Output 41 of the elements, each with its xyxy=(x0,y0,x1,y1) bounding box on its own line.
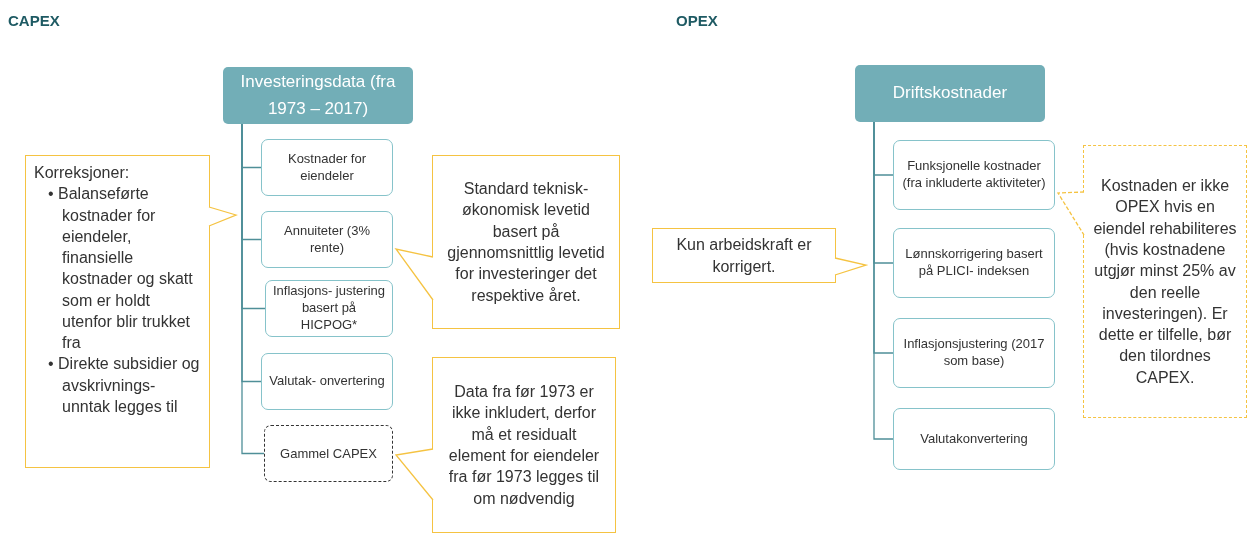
bullet-text: • Direkte subsidier og avskrivnings- unntak legges til xyxy=(48,354,201,417)
callout-text: Kun arbeidskraft er korrigert. xyxy=(675,235,813,277)
box-label: Inflasjons- justering basert på HICPOG* xyxy=(272,283,386,334)
process-box xyxy=(261,211,393,268)
bullet-text: • Balanseførte kostnader for eiendeler, finansielle kostnader og skatt som er holdt utenfor blir trukket fra xyxy=(48,184,194,354)
callout-text: Data fra før 1973 er ikke inkludert, derfor må et residualt element for eiendeler fra før 1973 legges til om nødvendig xyxy=(447,382,601,509)
callout-text: Kostnaden er ikke OPEX hvis en eiendel rehabiliteres (hvis kostnadene utgjør minst 25% av den reelle investeringen). Er dette er tilfelle, bør den tilordnes CAPEX. xyxy=(1092,176,1238,388)
callout-pointer xyxy=(1056,191,1085,236)
heading-box xyxy=(223,67,413,124)
process-box xyxy=(893,408,1055,470)
heading-text: Investeringsdata (fra 1973 – 2017) xyxy=(239,71,397,120)
callout-box xyxy=(1083,145,1247,418)
section-heading: CAPEX xyxy=(8,12,60,29)
heading-box xyxy=(855,65,1045,122)
connector-line xyxy=(873,121,894,440)
process-box xyxy=(261,139,393,196)
callout-pointer xyxy=(208,206,238,227)
process-box xyxy=(261,353,393,410)
process-box xyxy=(893,318,1055,388)
box-label: Annuiteter (3% rente) xyxy=(283,222,371,257)
section-heading: OPEX xyxy=(676,12,718,29)
callout-box xyxy=(432,155,620,329)
process-box xyxy=(893,228,1055,298)
box-label: Inflasjonsjustering (2017 som base) xyxy=(902,336,1046,370)
box-label: Gammel CAPEX xyxy=(280,446,377,461)
process-box xyxy=(265,280,393,337)
callout-pointer xyxy=(394,248,434,301)
box-label: Funksjonelle kostnader (fra inkluderte aktiviteter) xyxy=(901,158,1047,192)
box-label: Kostnader for eiendeler xyxy=(286,150,367,185)
process-box xyxy=(893,140,1055,210)
callout-pointer xyxy=(394,448,434,501)
callout-box xyxy=(652,228,836,283)
box-label: Valutakonvertering xyxy=(920,430,1028,448)
heading-text: Driftskostnader xyxy=(892,82,1008,105)
callout-box xyxy=(25,155,210,468)
callout-text: Standard teknisk- økonomisk levetid basert på gjennomsnittlig levetid for investeringer det respektive året. xyxy=(446,179,606,306)
box-label: Lønnskorrigering basert på PLICI- indeksen xyxy=(904,246,1044,280)
callout-heading: Korreksjoner: xyxy=(34,163,130,183)
callout-pointer xyxy=(834,257,869,276)
box-label: Valutak- onvertering xyxy=(269,373,385,390)
callout-box xyxy=(432,357,616,533)
